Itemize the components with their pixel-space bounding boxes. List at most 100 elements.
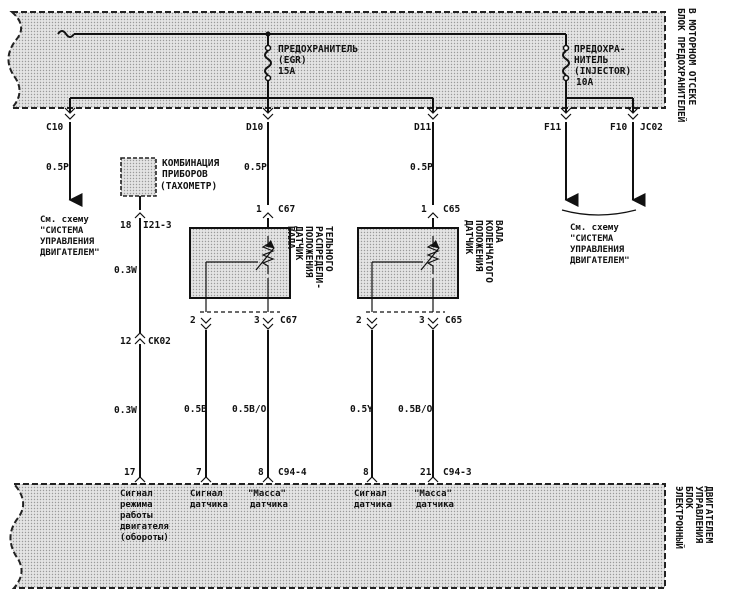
svg-text:ВАЛА: ВАЛА bbox=[285, 226, 296, 249]
wire-cmp-signal-label: 0.5B bbox=[184, 404, 207, 415]
svg-text:УПРАВЛЕНИЯ: УПРАВЛЕНИЯ bbox=[40, 237, 95, 247]
cluster-connector: I21-3 bbox=[143, 220, 172, 231]
fuse-block-title: БЛОК ПРЕДОХРАНИТЕЛЕЙ bbox=[675, 8, 687, 123]
ecu-pin-8a: 8 bbox=[258, 467, 264, 478]
fuse-block-subtitle: В МОТОРНОМ ОТСЕКЕ bbox=[686, 8, 697, 106]
wire-tacho-top-label: 0.3W bbox=[114, 265, 137, 276]
fuse-injector-rating: 10A bbox=[576, 77, 593, 88]
see-reference-right: См. схему "СИСТЕМА УПРАВЛЕНИЯ ДВИГАТЕЛЕМ… bbox=[570, 223, 630, 266]
fuse-injector: ПРЕДОХРА- НИТЕЛЬ (INJECTOR) 10A bbox=[562, 34, 631, 98]
svg-text:ДВИГАТЕЛЕМ": ДВИГАТЕЛЕМ" bbox=[570, 256, 630, 266]
joint-pin: 12 bbox=[120, 336, 131, 347]
svg-text:Сигнал: Сигнал bbox=[120, 489, 153, 499]
fuse-injector-name: (INJECTOR) bbox=[574, 66, 631, 77]
terminal-c10: C10 bbox=[46, 122, 63, 133]
fuse-egr-label: ПРЕДОХРАНИТЕЛЬ bbox=[278, 44, 358, 55]
svg-text:ПОЛОЖЕНИЯ: ПОЛОЖЕНИЯ bbox=[473, 220, 484, 272]
wire-d10: 0.5P 1 C67 bbox=[244, 122, 295, 228]
wires-crankshaft-ecu: 0.5Y 0.5B/O bbox=[350, 330, 434, 478]
ecu-cmp-ground-label: "Масса" датчика bbox=[248, 489, 288, 510]
fuse-injector-label: ПРЕДОХРА- bbox=[574, 44, 625, 55]
svg-text:ПРИБОРОВ: ПРИБОРОВ bbox=[162, 169, 208, 180]
terminal-f11: F11 bbox=[544, 122, 561, 133]
wire-d10-label: 0.5P bbox=[244, 162, 267, 173]
svg-text:ТЕЛЬНОГО: ТЕЛЬНОГО bbox=[323, 226, 334, 272]
svg-text:датчика: датчика bbox=[416, 500, 454, 510]
svg-text:(обороты): (обороты) bbox=[120, 532, 169, 543]
svg-text:Сигнал: Сигнал bbox=[190, 489, 223, 499]
joint-connector: CK02 bbox=[148, 336, 171, 347]
svg-text:См. схему: См. схему bbox=[570, 223, 619, 233]
svg-text:"СИСТЕМА: "СИСТЕМА bbox=[570, 234, 614, 244]
wires-camshaft-ecu: 0.5B 0.5B/O bbox=[184, 330, 269, 478]
wire-f11-f10 bbox=[561, 122, 646, 216]
cluster-pin: 18 bbox=[120, 220, 132, 231]
ecu-pin-7: 7 bbox=[196, 467, 202, 478]
see-reference-left: См. схему "СИСТЕМА УПРАВЛЕНИЯ ДВИГАТЕЛЕМ… bbox=[40, 215, 100, 258]
sensor-camshaft: 2 3 C67 ДАТЧИК ПОЛОЖЕНИЯ РАСПРЕДЕЛИ- ТЕЛ… bbox=[189, 226, 334, 330]
ecu-connector-a: C94-4 bbox=[278, 467, 307, 478]
svg-text:УПРАВЛЕНИЯ: УПРАВЛЕНИЯ bbox=[570, 245, 625, 255]
fuse-block: БЛОК ПРЕДОХРАНИТЕЛЕЙ В МОТОРНОМ ОТСЕКЕ bbox=[7, 8, 697, 123]
ecu-title: ЭЛЕКТРОННЫЙ bbox=[673, 486, 685, 549]
wire-d11: 0.5P 1 C65 bbox=[410, 122, 460, 228]
svg-text:Сигнал: Сигнал bbox=[354, 489, 387, 499]
terminal-d10: D10 bbox=[246, 122, 263, 133]
wire-tachometer: 0.3W 12 CK02 0.3W bbox=[114, 218, 171, 478]
wire-d11-label: 0.5P bbox=[410, 162, 433, 173]
distribution-bus bbox=[64, 97, 639, 120]
cluster-label: КОМБИНАЦИЯ bbox=[162, 158, 219, 169]
ecu-pin-8b: 8 bbox=[363, 467, 369, 478]
wire-c10: 0.5P bbox=[46, 122, 83, 207]
svg-text:датчика: датчика bbox=[190, 500, 228, 510]
svg-text:(ТАХОМЕТР): (ТАХОМЕТР) bbox=[160, 181, 217, 192]
svg-text:ДАТЧИК: ДАТЧИК bbox=[293, 226, 304, 261]
wire-c10-label: 0.5P bbox=[46, 162, 69, 173]
svg-text:"Масса": "Масса" bbox=[414, 489, 452, 499]
svg-text:ДАТЧИК: ДАТЧИК bbox=[463, 220, 474, 255]
svg-text:ДВИГАТЕЛЕМ": ДВИГАТЕЛЕМ" bbox=[40, 248, 100, 258]
fuse-egr-name: (EGR) bbox=[278, 55, 307, 66]
fuse-egr: ПРЕДОХРАНИТЕЛЬ (EGR) 15A bbox=[264, 34, 358, 98]
svg-text:режима: режима bbox=[120, 500, 153, 510]
cmp-connector-top: C67 bbox=[278, 204, 295, 215]
svg-text:См. схему: См. схему bbox=[40, 215, 89, 225]
cmp-top-pin: 1 bbox=[256, 204, 262, 215]
sensor-crankshaft: 2 3 C65 ДАТЧИК ПОЛОЖЕНИЯ КОЛЕНЧАТОГО ВАЛ… bbox=[356, 220, 504, 330]
ecu-pins: 17 7 8 C94-4 8 21 C94-3 bbox=[124, 467, 472, 483]
instrument-cluster: КОМБИНАЦИЯ ПРИБОРОВ (ТАХОМЕТР) 18 I21-3 bbox=[120, 157, 219, 231]
ecu-rpm-signal-label: Сигнал режима работы двигателя (обороты) bbox=[120, 489, 169, 543]
ckp-pin-2: 2 bbox=[356, 315, 362, 326]
svg-text:БЛОК: БЛОК bbox=[683, 486, 694, 509]
wire-ckp-ground-label: 0.5B/O bbox=[398, 404, 433, 415]
svg-text:ДВИГАТЕЛЕМ: ДВИГАТЕЛЕМ bbox=[703, 486, 714, 543]
terminal-jc02: JC02 bbox=[640, 122, 663, 133]
ecu-connector-b: C94-3 bbox=[443, 467, 472, 478]
fuse-injector-label2: НИТЕЛЬ bbox=[574, 55, 609, 66]
ckp-connector-bottom: C65 bbox=[445, 315, 462, 326]
ckp-connector-top: C65 bbox=[443, 204, 460, 215]
svg-text:датчика: датчика bbox=[250, 500, 288, 510]
cmp-pin-3: 3 bbox=[254, 315, 260, 326]
svg-text:ВАЛА: ВАЛА bbox=[493, 220, 504, 243]
ckp-top-pin: 1 bbox=[421, 204, 427, 215]
svg-text:УПРАВЛЕНИЯ: УПРАВЛЕНИЯ bbox=[693, 486, 704, 543]
ecu-cmp-signal-label: Сигнал датчика bbox=[190, 489, 228, 510]
svg-text:РАСПРЕДЕЛИ-: РАСПРЕДЕЛИ- bbox=[313, 226, 324, 289]
ecu-pin-21: 21 bbox=[420, 467, 432, 478]
fuse-egr-rating: 15A bbox=[278, 66, 295, 77]
wire-cmp-ground-label: 0.5B/O bbox=[232, 404, 267, 415]
svg-text:КОЛЕНЧАТОГО: КОЛЕНЧАТОГО bbox=[483, 220, 494, 283]
ckp-pin-3: 3 bbox=[419, 315, 425, 326]
wire-tacho-bottom-label: 0.3W bbox=[114, 405, 137, 416]
svg-text:ПОЛОЖЕНИЯ: ПОЛОЖЕНИЯ bbox=[303, 226, 314, 278]
ecu-ckp-signal-label: Сигнал датчика bbox=[354, 489, 392, 510]
svg-text:двигателя: двигателя bbox=[120, 522, 169, 532]
svg-text:датчика: датчика bbox=[354, 500, 392, 510]
svg-text:"Масса": "Масса" bbox=[248, 489, 286, 499]
ecu-ckp-ground-label: "Масса" датчика bbox=[414, 489, 454, 510]
terminal-f10: F10 bbox=[610, 122, 627, 133]
ecu-pin-17: 17 bbox=[124, 467, 135, 478]
svg-text:работы: работы bbox=[120, 510, 153, 521]
